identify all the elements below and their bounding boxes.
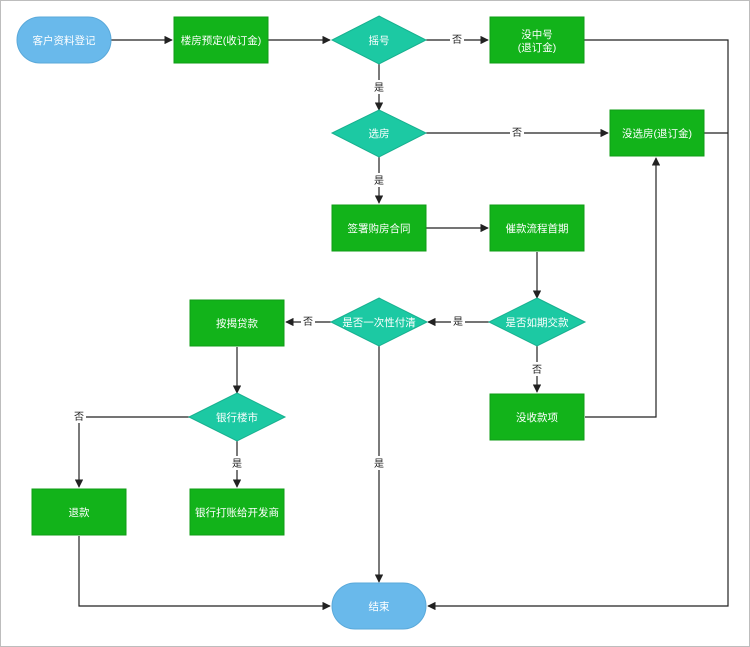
node-end-label: 结束 <box>369 600 390 613</box>
node-no-selection: 没选房(退订金) <box>609 109 705 157</box>
node-bank: 银行楼市 <box>187 392 287 442</box>
node-refund: 退款 <box>31 488 127 536</box>
label-bank-yes: 是 <box>232 458 242 470</box>
label-ontime-no: 否 <box>532 364 542 376</box>
node-select-house-label: 选房 <box>369 127 390 140</box>
node-no-number: 没中号 (退订金) <box>489 16 585 64</box>
label-lottery-no: 否 <box>452 34 462 46</box>
node-no-number-line2: (退订金) <box>518 41 557 54</box>
node-refund-label: 退款 <box>69 506 90 519</box>
label-lottery-yes: 是 <box>374 82 384 94</box>
node-on-time-label: 是否如期交款 <box>506 316 569 329</box>
node-no-payment: 没收款项 <box>489 393 585 441</box>
edge-nonumber-end <box>427 39 729 611</box>
node-bank-label: 银行楼市 <box>216 411 258 424</box>
edges <box>74 35 729 611</box>
node-no-selection-label: 没选房(退订金) <box>622 127 692 140</box>
edge-labels: 否 是 否 是 是 否 否 是 是 否 <box>72 32 544 470</box>
edge-nopayment-noselection <box>585 157 661 418</box>
label-select-no: 否 <box>512 127 522 139</box>
node-no-payment-label: 没收款项 <box>516 411 558 424</box>
edge-refund-end <box>78 536 331 611</box>
node-urge-payment-label: 催款流程首期 <box>506 222 569 235</box>
node-sign-contract-label: 签署购房合同 <box>348 222 411 235</box>
label-bank-no: 否 <box>74 411 84 423</box>
node-end: 结束 <box>331 582 427 630</box>
node-reserve-label: 楼房预定(收订金) <box>181 34 262 47</box>
node-lottery: 摇号 <box>330 15 428 65</box>
label-select-yes: 是 <box>374 175 384 187</box>
node-reserve: 楼房预定(收订金) <box>173 16 269 64</box>
label-onetime-no: 否 <box>303 316 313 328</box>
label-ontime-yes: 是 <box>453 316 463 328</box>
node-lottery-label: 摇号 <box>369 34 390 47</box>
node-select-house: 选房 <box>330 109 428 158</box>
label-onetime-yes: 是 <box>374 458 384 470</box>
node-on-time: 是否如期交款 <box>487 297 587 347</box>
node-urge-payment: 催款流程首期 <box>489 204 585 252</box>
node-mortgage: 按揭贷款 <box>189 299 285 347</box>
node-sign-contract: 签署购房合同 <box>331 204 427 252</box>
node-start: 客户资料登记 <box>16 16 112 64</box>
node-one-time-label: 是否一次性付清 <box>342 316 416 329</box>
node-start-label: 客户资料登记 <box>33 34 96 47</box>
node-one-time: 是否一次性付清 <box>329 297 429 347</box>
node-no-number-line1: 没中号 <box>521 28 553 41</box>
node-transfer: 银行打账给开发商 <box>189 488 285 536</box>
node-mortgage-label: 按揭贷款 <box>216 317 258 330</box>
node-transfer-label: 银行打账给开发商 <box>195 506 279 519</box>
